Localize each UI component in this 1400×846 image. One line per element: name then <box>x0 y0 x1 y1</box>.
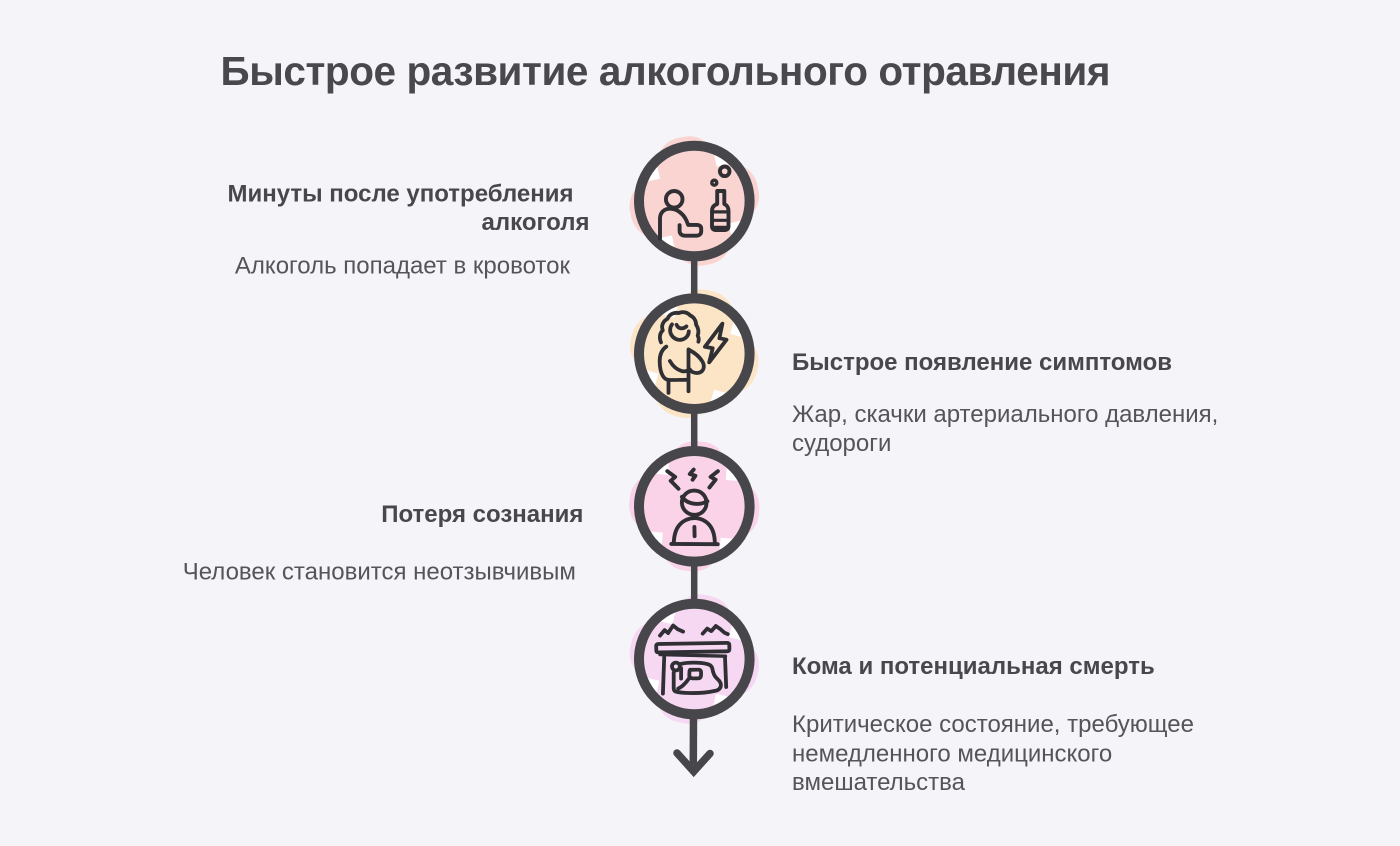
svg-text:Человек становится неотзывчивы: Человек становится неотзывчивым <box>183 558 576 585</box>
svg-text:Потеря сознания: Потеря сознания <box>381 501 583 528</box>
svg-text:Быстрое появление симптомов: Быстрое появление симптомов <box>792 349 1172 376</box>
svg-text:Жар, скачки артериального давл: Жар, скачки артериального давления, <box>792 401 1218 428</box>
svg-text:Кома и потенциальная смерть: Кома и потенциальная смерть <box>792 653 1155 680</box>
svg-text:алкоголя: алкоголя <box>482 209 590 236</box>
svg-text:Критическое состояние, требующ: Критическое состояние, требующее <box>792 711 1194 738</box>
svg-text:вмешательства: вмешательства <box>792 769 966 796</box>
svg-text:судороги: судороги <box>792 430 891 457</box>
svg-text:Быстрое развитие алкогольного: Быстрое развитие алкогольного отравления <box>221 48 1111 94</box>
svg-text:Минуты после употребления: Минуты после употребления <box>227 181 573 208</box>
svg-text:Алкоголь попадает в кровоток: Алкоголь попадает в кровоток <box>235 253 571 280</box>
svg-text:немедленного медицинского: немедленного медицинского <box>792 741 1112 768</box>
